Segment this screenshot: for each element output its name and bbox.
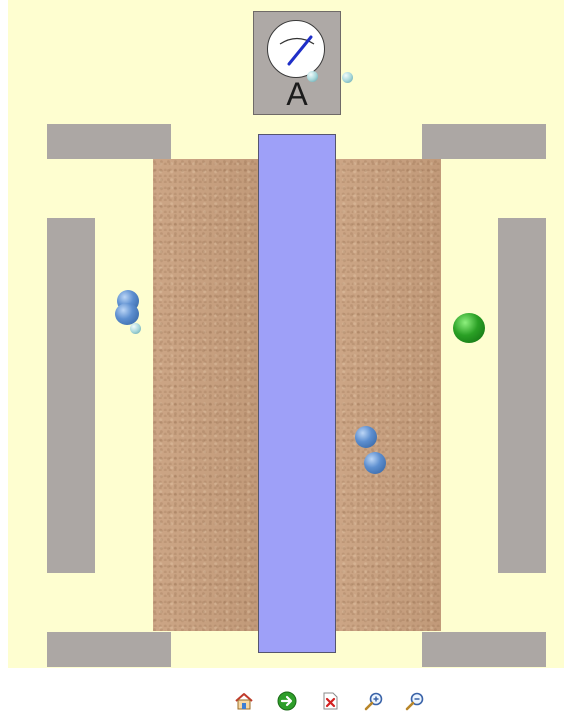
toolbar [0, 690, 574, 714]
electron[interactable] [130, 323, 141, 334]
gray-bar-bottom-left [47, 632, 171, 667]
gray-bar-bottom-right [422, 632, 546, 667]
meter-needle-icon [268, 21, 326, 79]
zoom-out-icon [404, 690, 426, 712]
blue-ion[interactable] [355, 426, 377, 448]
gray-bar-top-right [422, 124, 546, 159]
home-icon [233, 690, 255, 712]
arrow-right-icon [276, 690, 298, 712]
next-button[interactable] [276, 690, 298, 712]
channel-bar [258, 134, 336, 653]
gray-bar-right [498, 218, 546, 573]
home-button[interactable] [233, 690, 255, 712]
zoom-in-button[interactable] [363, 690, 385, 712]
gray-bar-top-left [47, 124, 171, 159]
simulation-canvas: A [8, 0, 564, 668]
electron[interactable] [342, 72, 353, 83]
ammeter-icon [267, 20, 325, 78]
close-icon [319, 690, 341, 712]
ammeter[interactable]: A [253, 11, 341, 115]
zoom-out-button[interactable] [404, 690, 426, 712]
blue-ion[interactable] [364, 452, 386, 474]
zoom-in-icon [363, 690, 385, 712]
meter-label: A [254, 76, 340, 113]
gray-bar-left [47, 218, 95, 573]
close-button[interactable] [319, 690, 341, 712]
sand-tile-left [153, 159, 258, 631]
electron[interactable] [307, 71, 318, 82]
sand-tile-right [336, 159, 441, 631]
green-ion[interactable] [453, 313, 485, 343]
blue-ion[interactable] [115, 303, 139, 325]
